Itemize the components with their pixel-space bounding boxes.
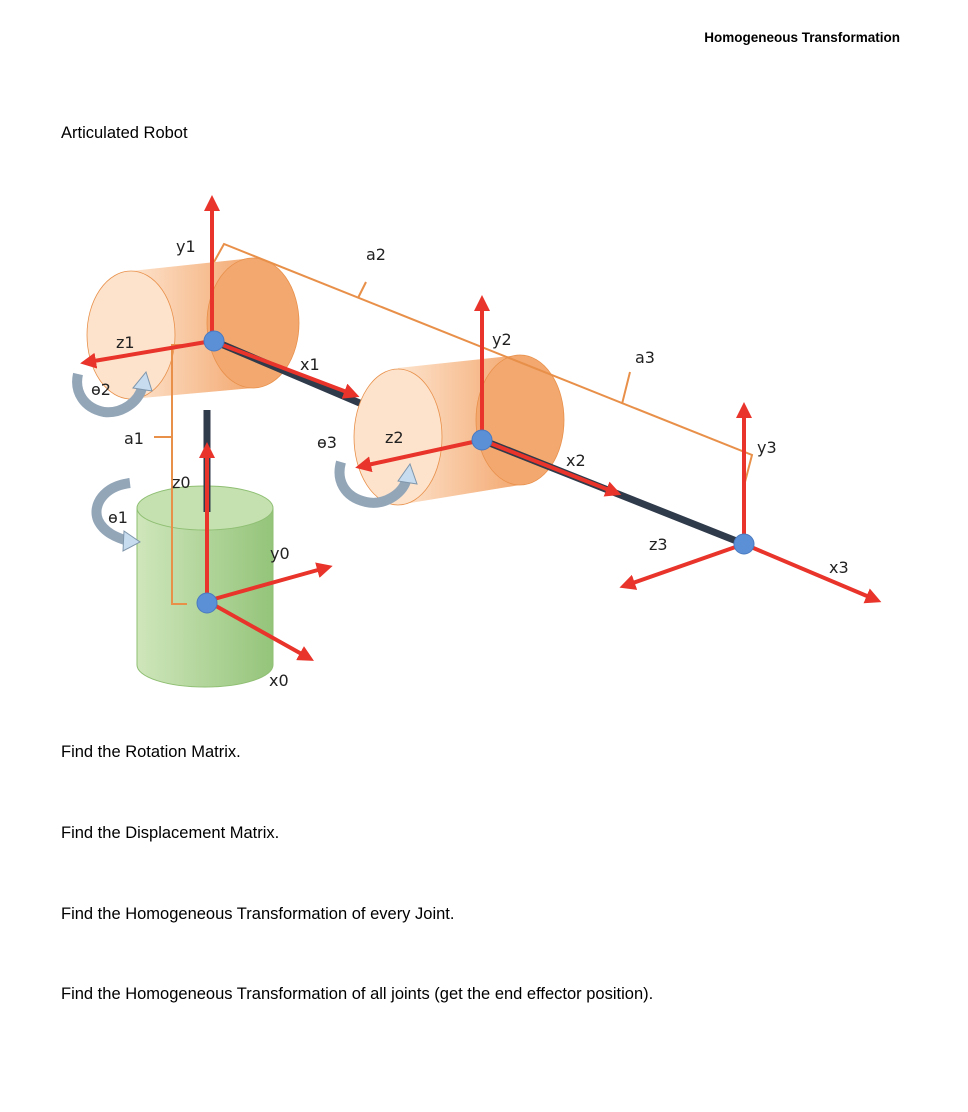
label-z1: z1 — [116, 333, 135, 352]
a3-tick — [621, 371, 631, 405]
joint-0 — [196, 592, 218, 614]
robot-diagram-svg: y1 a2 z1 x1 ɵ2 a1 z0 ɵ1 y0 x0 y2 a3 ɵ3 z… — [72, 195, 882, 690]
label-a1: a1 — [124, 429, 144, 448]
frame3-axes — [619, 402, 882, 604]
label-z2: z2 — [385, 428, 404, 447]
joint3-cylinder — [353, 354, 565, 506]
label-theta2: ɵ2 — [91, 380, 111, 399]
label-x3: x3 — [829, 558, 849, 577]
question-4: Find the Homogeneous Transformation of a… — [61, 985, 654, 1003]
label-z0: z0 — [172, 473, 191, 492]
label-x1: x1 — [300, 355, 320, 374]
label-x0: x0 — [269, 671, 289, 690]
joint-3 — [733, 533, 755, 555]
label-y1: y1 — [176, 237, 196, 256]
joint2-cylinder — [86, 257, 300, 400]
label-z3: z3 — [649, 535, 668, 554]
label-y2: y2 — [492, 330, 512, 349]
a2-a3-dimension — [213, 242, 754, 483]
joint-2 — [471, 429, 493, 451]
label-a3: a3 — [635, 348, 655, 367]
section-title: Articulated Robot — [61, 124, 188, 142]
frame2-axes — [355, 295, 622, 497]
theta2-rotation-arrow — [72, 370, 153, 418]
label-y3: y3 — [757, 438, 777, 457]
frame0-axes — [199, 442, 333, 661]
label-x2: x2 — [566, 451, 586, 470]
label-a2: a2 — [366, 245, 386, 264]
a2-tick — [357, 281, 367, 299]
question-3: Find the Homogeneous Transformation of e… — [61, 905, 455, 923]
question-1: Find the Rotation Matrix. — [61, 743, 241, 761]
label-theta1: ɵ1 — [108, 508, 128, 527]
page-header: Homogeneous Transformation — [704, 30, 900, 45]
frame1-axes — [80, 195, 360, 399]
label-theta3: ɵ3 — [317, 433, 337, 452]
label-y0: y0 — [270, 544, 290, 563]
theta1-rotation-arrow — [91, 478, 141, 552]
robot-diagram: y1 a2 z1 x1 ɵ2 a1 z0 ɵ1 y0 x0 y2 a3 ɵ3 z… — [0, 180, 968, 710]
joint-1 — [203, 330, 225, 352]
theta3-rotation-arrow — [334, 460, 418, 508]
question-2: Find the Displacement Matrix. — [61, 824, 280, 842]
